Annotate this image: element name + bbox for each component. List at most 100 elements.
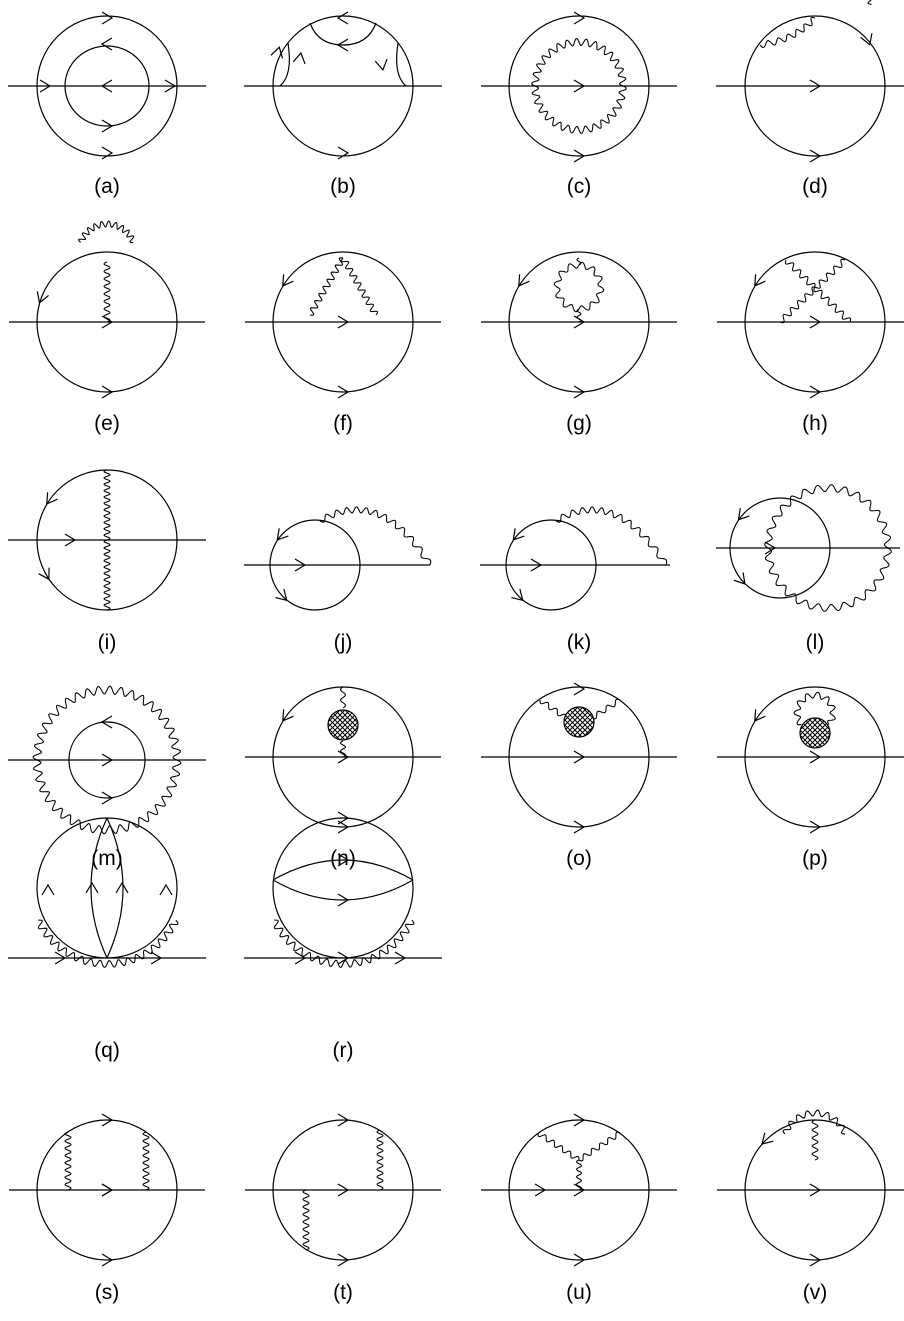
arrow-icon — [518, 274, 530, 287]
arrow-icon — [38, 567, 50, 581]
panel-label-j: (j) — [334, 631, 353, 654]
arrow-icon — [101, 11, 114, 25]
arrow-icon — [764, 541, 777, 555]
arrow-icon — [101, 1253, 114, 1267]
arrow-icon — [275, 588, 288, 602]
panel-label-k: (k) — [567, 631, 592, 654]
arrow-icon — [150, 951, 163, 965]
arrow-icon — [737, 508, 750, 521]
panel-f — [245, 251, 441, 399]
panel-label-m: (m) — [91, 847, 122, 870]
arrow-icon — [85, 881, 99, 894]
arrow-icon — [337, 1113, 350, 1127]
arrow-icon — [809, 385, 822, 399]
photon-line — [576, 257, 582, 266]
hatched-blob-icon — [799, 717, 831, 749]
arrow-icon — [36, 291, 49, 304]
arrow-icon — [292, 51, 306, 65]
arrow-icon — [337, 315, 350, 329]
panel-v — [717, 1109, 904, 1267]
panel-label-h: (h) — [802, 412, 828, 435]
arrow-icon — [573, 1113, 586, 1127]
panel-a — [8, 11, 206, 160]
panel-label-r: (r) — [333, 1039, 354, 1062]
arrow-icon — [294, 951, 307, 965]
panel-label-c: (c) — [567, 175, 592, 198]
propagator-arc — [279, 42, 290, 87]
arrow-icon — [374, 58, 388, 72]
panel-e — [9, 220, 205, 399]
panel-n — [245, 686, 441, 834]
photon-line — [784, 259, 852, 323]
arrow-icon — [337, 1253, 350, 1267]
arrow-icon — [159, 883, 173, 896]
photon-line — [537, 1132, 580, 1161]
arrow-icon — [336, 11, 349, 25]
photon-arc — [37, 919, 179, 968]
arrow-icon — [100, 37, 113, 51]
arrow-icon — [809, 149, 822, 163]
panel-label-f: (f) — [333, 412, 353, 435]
panel-label-l: (l) — [806, 631, 825, 654]
photon-arc — [553, 261, 605, 313]
photon-line — [340, 740, 346, 758]
arrow-icon — [337, 951, 350, 965]
propagator-arc — [272, 859, 414, 881]
photon-line — [779, 258, 846, 324]
arrow-icon — [337, 820, 350, 834]
photon-curve — [555, 506, 668, 566]
photon-line — [376, 1129, 384, 1191]
arrow-icon — [39, 79, 52, 93]
arrow-icon — [573, 79, 586, 93]
photon-line — [811, 1119, 819, 1161]
arrow-icon — [512, 528, 525, 541]
propagator-arc — [272, 879, 414, 901]
arrow-icon — [573, 820, 586, 834]
propagator-arc — [309, 22, 377, 46]
photon-arc — [764, 484, 892, 612]
arrow-icon — [573, 385, 586, 399]
photon-arc — [32, 685, 182, 835]
panel-j — [244, 506, 432, 611]
arrow-icon — [101, 1113, 114, 1127]
arrow-icon — [101, 119, 114, 133]
panel-l — [716, 484, 900, 612]
arrow-icon — [101, 753, 114, 767]
hatched-blob-icon — [563, 706, 595, 738]
arrow-icon — [573, 750, 586, 764]
arrow-icon — [337, 1183, 350, 1197]
arrow-icon — [534, 1183, 547, 1197]
panel-label-s: (s) — [95, 1281, 120, 1304]
arrow-icon — [164, 79, 177, 93]
panel-label-a: (a) — [94, 175, 120, 198]
panel-label-o: (o) — [566, 847, 592, 870]
panel-o — [481, 682, 677, 834]
arrow-icon — [276, 528, 289, 541]
photon-line — [539, 699, 567, 719]
arrow-icon — [573, 1253, 586, 1267]
arrow-icon — [100, 715, 113, 729]
arrow-icon — [573, 682, 586, 696]
arrow-icon — [337, 750, 350, 764]
photon-line — [340, 257, 379, 316]
arrow-icon — [115, 881, 129, 894]
inner-loop — [64, 45, 150, 127]
photon-line — [309, 257, 344, 316]
arrow-icon — [394, 951, 407, 965]
diagram-artwork — [8, 0, 904, 1267]
photon-line — [64, 1131, 72, 1191]
panel-label-u: (u) — [566, 1281, 592, 1304]
panel-label-t: (t) — [333, 1281, 353, 1304]
panel-d — [716, 0, 904, 163]
arrow-icon — [809, 79, 822, 93]
panel-label-v: (v) — [803, 1281, 828, 1304]
arrow-icon — [336, 38, 349, 52]
arrow-icon — [46, 492, 58, 505]
photon-arc — [531, 38, 627, 134]
arrow-icon — [294, 558, 307, 572]
arrow-icon — [511, 588, 524, 602]
panel-r — [244, 811, 442, 968]
arrow-icon — [337, 146, 350, 160]
photon-line — [103, 261, 111, 323]
